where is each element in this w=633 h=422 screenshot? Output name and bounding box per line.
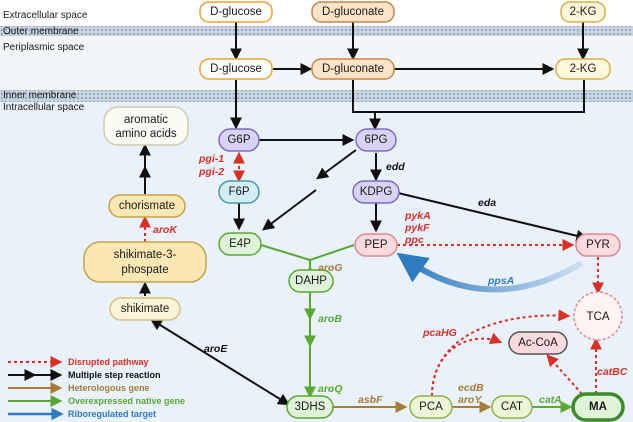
node-dglucose-ext-label: D-glucose bbox=[210, 6, 262, 18]
node-kdpg bbox=[352, 180, 400, 204]
gene-labels: pgi-1 pgi-2 edd eda pykA pykF ppc aroK a… bbox=[153, 153, 628, 406]
gene-aroB: aroB bbox=[318, 313, 342, 325]
gene-catA: catA bbox=[539, 394, 562, 406]
gene-aroE: aroE bbox=[204, 343, 228, 355]
node-shikimate-3-phosphate bbox=[83, 241, 207, 283]
gene-eda: eda bbox=[478, 197, 496, 209]
node-2kg-peri bbox=[555, 58, 611, 80]
node-g6p bbox=[218, 128, 260, 152]
gene-ecdB: ecdB bbox=[458, 382, 484, 394]
node-shikimate-label: shikimate bbox=[121, 303, 170, 315]
node-6pg-label: 6PG bbox=[364, 134, 387, 146]
node-2kg-peri-label: 2-KG bbox=[570, 63, 597, 75]
node-6pg bbox=[355, 128, 397, 152]
gene-ppsA: ppsA bbox=[487, 275, 514, 287]
legend-label-multistep: Multiple step reaction bbox=[68, 370, 161, 380]
node-dglucose-ext bbox=[199, 1, 273, 23]
node-accoa-label: Ac-CoA bbox=[518, 337, 558, 349]
node-2kg-ext bbox=[560, 1, 606, 23]
region-label-periplasmic: Periplasmic space bbox=[3, 42, 85, 53]
gene-catBC: catBC bbox=[597, 366, 628, 378]
edge-pep-dahp bbox=[309, 244, 355, 261]
node-chorismate bbox=[108, 194, 186, 218]
edge-6pg-e4p-part2 bbox=[262, 189, 317, 231]
node-pep bbox=[354, 233, 398, 257]
region-label-inner-membrane: Inner membrane bbox=[3, 90, 77, 101]
node-pca-label: PCA bbox=[419, 401, 443, 413]
node-e4p bbox=[218, 232, 262, 256]
node-dgluconate-ext bbox=[311, 1, 395, 23]
legend-label-heterologous: Heterologous gene bbox=[68, 383, 150, 393]
node-e4p-label: E4P bbox=[229, 238, 251, 250]
node-dgluconate-peri bbox=[311, 58, 395, 80]
node-pyr-label: PYR bbox=[586, 239, 610, 251]
node-f6p bbox=[218, 180, 260, 204]
gene-aroQ: aroQ bbox=[318, 383, 343, 395]
edge-pca-tca bbox=[431, 309, 571, 397]
node-3dhs bbox=[286, 395, 334, 419]
node-kdpg-label: KDPG bbox=[360, 186, 393, 198]
edge-e4p-dahp bbox=[260, 244, 311, 261]
edge-3dhs-shikimate bbox=[149, 318, 291, 406]
outer-membrane-band bbox=[0, 26, 633, 36]
edge-pyr-pep-ppsA bbox=[396, 252, 584, 293]
node-pep-label: PEP bbox=[364, 239, 387, 251]
node-dglucose-peri bbox=[199, 58, 273, 80]
node-dahp-label: DAHP bbox=[295, 275, 327, 287]
node-s3p-label-2: phospate bbox=[121, 264, 168, 276]
node-tca-label: TCA bbox=[587, 311, 610, 323]
legend: Disrupted pathway Multiple step reaction… bbox=[8, 356, 185, 421]
gene-asbF: asbF bbox=[358, 394, 383, 406]
edges bbox=[139, 21, 604, 413]
gene-pcaHG: pcaHG bbox=[422, 327, 457, 339]
edge-ma-accoa bbox=[546, 354, 583, 395]
node-g6p-label: G6P bbox=[227, 134, 250, 146]
nodes: D-glucose D-gluconate 2-KG D-glucose D-g… bbox=[83, 1, 625, 422]
node-cat bbox=[491, 395, 533, 419]
legend-label-riboregulated: Riboregulated target bbox=[68, 409, 156, 419]
node-ma-label: MA bbox=[589, 401, 607, 413]
node-ma bbox=[571, 392, 625, 422]
node-cat-label: CAT bbox=[501, 401, 523, 413]
node-tca bbox=[573, 291, 623, 341]
legend-label-disrupted: Disrupted pathway bbox=[68, 357, 149, 367]
region-label-extracellular: Extracellular space bbox=[3, 10, 88, 21]
node-f6p-label: F6P bbox=[228, 186, 249, 198]
gene-pgi2: pgi-2 bbox=[198, 166, 224, 178]
node-3dhs-label: 3DHS bbox=[295, 401, 326, 413]
edge-gluconate-2kg-bracket bbox=[352, 80, 585, 113]
node-s3p-label-1: shikimate-3- bbox=[114, 249, 177, 261]
region-label-intracellular: Intracellular space bbox=[3, 102, 85, 113]
node-shikimate bbox=[109, 297, 181, 321]
inner-membrane-band bbox=[0, 90, 633, 102]
legend-label-overexpressed: Overexpressed native gene bbox=[68, 396, 185, 406]
gene-ppc: ppc bbox=[404, 234, 424, 246]
node-dgluconate-peri-label: D-gluconate bbox=[322, 63, 384, 75]
node-pyr bbox=[575, 233, 621, 257]
region-label-outer-membrane: Outer membrane bbox=[3, 26, 79, 37]
edge-6pg-e4p-part1 bbox=[316, 149, 357, 180]
gene-pykF: pykF bbox=[404, 222, 430, 234]
node-pca bbox=[409, 395, 453, 419]
node-dahp bbox=[288, 269, 334, 293]
node-aromatic-amino-acids bbox=[103, 106, 189, 146]
node-2kg-ext-label: 2-KG bbox=[570, 6, 597, 18]
node-accoa bbox=[508, 331, 568, 355]
gene-aroY: aroY bbox=[458, 394, 482, 406]
gene-pgi1: pgi-1 bbox=[198, 153, 224, 165]
node-chorismate-label: chorismate bbox=[119, 200, 175, 212]
gene-aroG: aroG bbox=[318, 262, 343, 274]
gene-pykA: pykA bbox=[404, 210, 431, 222]
node-dgluconate-ext-label: D-gluconate bbox=[322, 6, 384, 18]
node-aromatic-label-1: aromatic bbox=[124, 114, 168, 126]
node-dglucose-peri-label: D-glucose bbox=[210, 63, 262, 75]
node-aromatic-label-2: amino acids bbox=[115, 128, 177, 140]
gene-edd: edd bbox=[386, 161, 405, 173]
edge-kdpg-pyr bbox=[397, 192, 589, 242]
gene-aroK: aroK bbox=[153, 224, 178, 236]
